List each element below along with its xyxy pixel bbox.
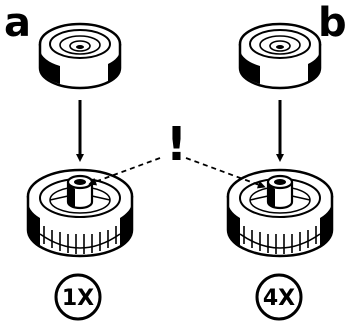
dashed-pointer-right (185, 157, 266, 189)
hub-cap-left (38, 22, 122, 90)
wheel-right (226, 168, 334, 258)
quantity-badge-left: 1X (54, 273, 102, 321)
quantity-label-left: 1X (62, 286, 94, 311)
hub-cap-right (238, 22, 322, 90)
quantity-label-right: 4X (263, 286, 295, 311)
wheel-left (26, 168, 134, 258)
dashed-pointer-left (88, 157, 161, 186)
warning-exclamation-icon: ! (166, 117, 187, 171)
panel-label-b: b (318, 0, 345, 46)
panel-label-a: a (4, 0, 31, 46)
quantity-badge-right: 4X (255, 273, 303, 321)
